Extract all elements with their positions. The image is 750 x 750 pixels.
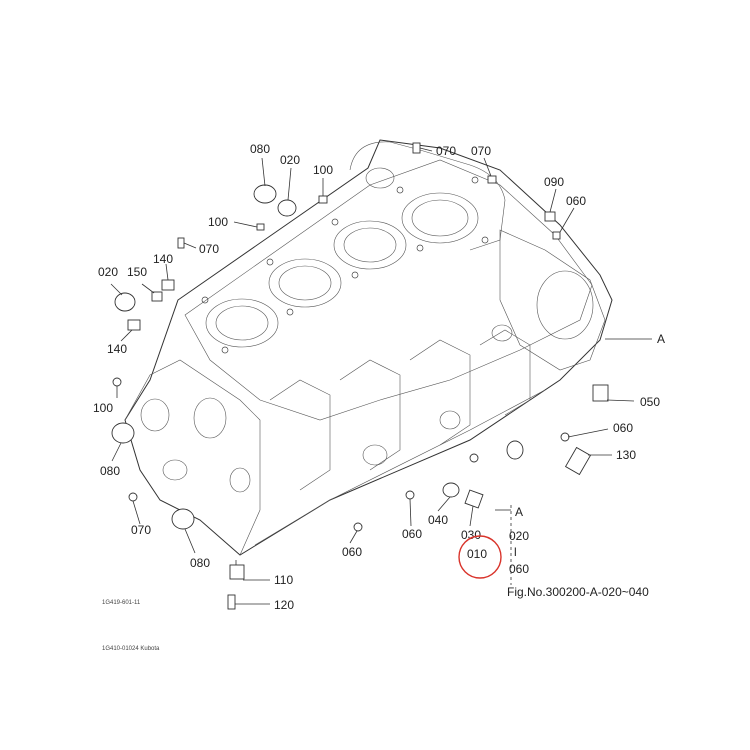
pin-070-left (177, 237, 185, 249)
seal-020-left (114, 292, 136, 312)
fitting-110 (229, 564, 245, 580)
plug-100-side (112, 377, 122, 387)
plug-060-r (560, 432, 570, 442)
callout-A-right: A (657, 332, 665, 346)
callout-100-side: 100 (93, 401, 113, 415)
callout-090: 090 (544, 175, 564, 189)
cylinder-block-drawing (124, 139, 613, 556)
seal-040 (442, 482, 460, 498)
callout-080-side: 080 (100, 464, 120, 478)
callout-070-left: 070 (199, 242, 219, 256)
callout-150: 150 (127, 265, 147, 279)
plug-140-b (127, 319, 141, 331)
reference-group (495, 505, 512, 585)
callout-050: 050 (640, 395, 660, 409)
callout-060-b1: 060 (342, 545, 362, 559)
callout-060-tr: 060 (566, 194, 586, 208)
plug-030 (464, 489, 484, 509)
callout-070-top2: 070 (471, 144, 491, 158)
plug-050 (592, 384, 609, 402)
plug-060-tr (552, 231, 561, 240)
footer-code: 1G410-01024 Kubota (102, 646, 160, 652)
highlight-circle (458, 535, 502, 579)
callout-020-left: 020 (98, 265, 118, 279)
plug-090 (544, 211, 556, 222)
callout-140-b: 140 (107, 342, 127, 356)
seal-mid-right (506, 440, 524, 460)
plug-060-b1 (353, 522, 363, 532)
bolt-120 (227, 594, 236, 610)
callout-labels: 080 020 100 070 070 090 060 100 070 140 … (93, 142, 665, 612)
callout-070-bottom: 070 (131, 523, 151, 537)
ref-020-label: 020 (509, 529, 529, 543)
pin-070-bottom (128, 492, 138, 502)
pin-070-top2 (487, 175, 497, 184)
seal-080-side (111, 422, 135, 444)
plug-150 (151, 291, 163, 302)
callout-030: 030 (461, 528, 481, 542)
ref-separator: l (514, 545, 517, 559)
callout-140-a: 140 (153, 252, 173, 266)
pin-070-top (412, 142, 421, 154)
callout-060-b2: 060 (402, 527, 422, 541)
callout-040: 040 (428, 513, 448, 527)
seal-080-bottom (171, 508, 195, 530)
ref-A-label: A (515, 505, 523, 519)
callout-100-left: 100 (208, 215, 228, 229)
sensor-130 (564, 446, 592, 476)
callout-080-bottom: 080 (190, 556, 210, 570)
drawing-code: 1G419-601-11 (102, 600, 141, 606)
callout-130: 130 (616, 448, 636, 462)
callout-010: 010 (467, 547, 487, 561)
callout-020-top: 020 (280, 153, 300, 167)
figure-reference: Fig.No.300200-A-020~040 (507, 585, 649, 599)
callout-100-top: 100 (313, 163, 333, 177)
plug-140-a (161, 279, 175, 291)
callout-060-r: 060 (613, 421, 633, 435)
callout-070-top: 070 (436, 144, 456, 158)
plug-080-top (253, 184, 277, 204)
callout-110: 110 (274, 573, 293, 587)
plug-020-top (277, 199, 297, 217)
callout-120: 120 (274, 598, 294, 612)
plug-100-left (256, 223, 265, 231)
plug-100-top (318, 195, 328, 204)
parts-glyphs (111, 142, 609, 610)
ref-060-label: 060 (509, 562, 529, 576)
plug-060-mid (469, 453, 479, 463)
leader-lines (110, 147, 652, 605)
plug-060-b2 (405, 490, 415, 500)
callout-080-top: 080 (250, 142, 270, 156)
